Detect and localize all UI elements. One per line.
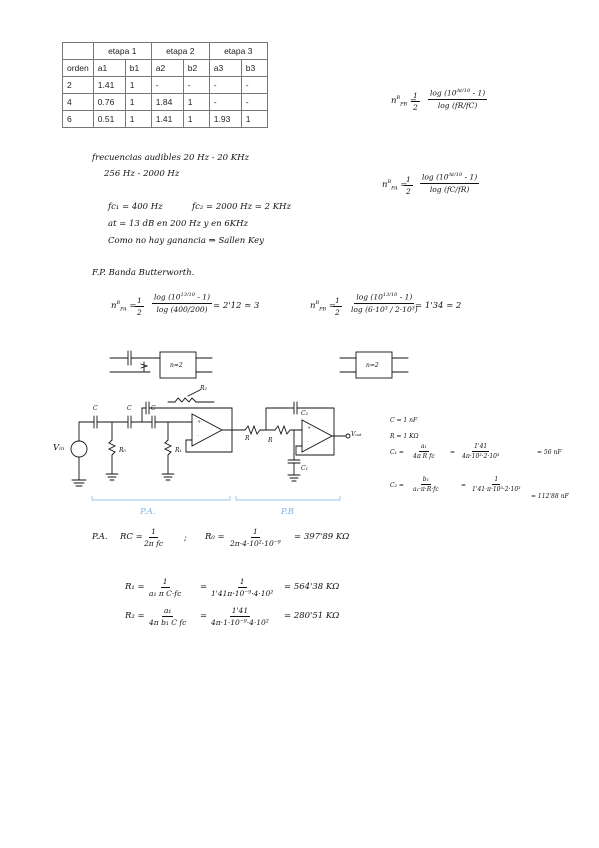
note-sallen-key: Como no hay ganancia ⇒ Sallen Key	[108, 236, 264, 246]
table-row: 4 0.76 1 1.84 1 - -	[62, 93, 268, 111]
note-fc2: fc₂ = 2000 Hz = 2 KHz	[192, 202, 291, 212]
butterworth-coefficient-table: etapa 1 etapa 2 etapa 3 orden a1 b1 a2 b…	[62, 42, 268, 128]
value-r: R = 1 KΩ	[390, 433, 419, 440]
note-band-range: 256 Hz - 2000 Hz	[104, 169, 180, 179]
opamp-minus: -	[197, 433, 199, 439]
calc-npb-fraction: log (1013/10 - 1) log (6·10³ / 2·10³)	[351, 292, 418, 314]
block-order-label: n=2	[170, 362, 183, 369]
r2-lhs: R₂ =	[125, 611, 145, 621]
value-c1-result: = 56 nF	[537, 449, 562, 456]
formula-npa-lhs: nBPA =	[382, 179, 408, 192]
equals-sign: =	[200, 582, 208, 592]
label-c1: C₁	[301, 465, 308, 472]
label-r1: R₁	[175, 447, 182, 454]
equals-sign: =	[461, 482, 467, 489]
label-r0: R₀	[119, 447, 126, 454]
table-group-row: etapa 1 etapa 2 etapa 3	[62, 42, 268, 60]
stage-brackets	[91, 495, 341, 501]
note-audible-frequencies: frecuencias audibles 20 Hz - 20 KHz	[92, 153, 249, 163]
highpass-block-diagram	[109, 350, 213, 379]
formula-npb-fraction: log (10At/10 - 1) log (fR/fC)	[428, 88, 488, 110]
value-c2-result: = 112'88 nF	[531, 493, 569, 500]
label-r2: R₂	[200, 385, 207, 392]
label-c: C	[151, 405, 156, 412]
label-c: C	[127, 405, 132, 412]
value-c2-lhs: C₂ =	[390, 482, 404, 489]
r-resistor-1	[244, 424, 261, 436]
calc-npa-lhs: nBPA =	[111, 300, 137, 313]
label-c2: C₂	[301, 410, 308, 417]
opamp-plus: +	[307, 425, 312, 431]
table-row: 6 0.51 1 1.41 1 1.93 1	[62, 110, 268, 128]
opamp-2-icon	[301, 419, 333, 453]
note-attenuation: at = 13 dB en 200 Hz y en 6KHz	[108, 219, 249, 229]
r-resistor-2	[274, 424, 291, 436]
vout-terminal-icon	[345, 433, 351, 439]
r1-lhs: R₁ =	[125, 582, 145, 592]
label-r: R	[268, 437, 273, 444]
calc-npb-lhs: nBPB =	[310, 300, 337, 313]
r1-result: = 564'38 KΩ	[284, 582, 340, 592]
rc-lhs: RC =	[120, 532, 143, 542]
equals-sign: =	[200, 611, 208, 621]
separator: ;	[184, 533, 187, 543]
calc-npb-result: = 1'34 ≃ 2	[415, 301, 462, 311]
r2-result: = 280'51 KΩ	[284, 611, 340, 621]
label-r: R	[245, 435, 250, 442]
value-c: C = 1 nF	[390, 417, 418, 424]
formula-npa-fraction: log (10At/10 - 1) log (fC/fR)	[420, 172, 480, 194]
opamp-plus: +	[197, 419, 202, 425]
label-highpass-stage: P.A.	[140, 507, 156, 517]
equals-sign: =	[450, 449, 456, 456]
label-vout: Vₒᵤₜ	[351, 431, 362, 438]
r2-resistor	[174, 397, 197, 403]
lowpass-stage	[244, 401, 351, 482]
r0-result: = 397'89 KΩ	[294, 532, 350, 542]
opamp-1-icon	[191, 413, 223, 447]
table-cell: 1	[124, 110, 152, 128]
block-order-label: n=2	[366, 362, 379, 369]
label-c: C	[93, 405, 98, 412]
highpass-stage	[70, 389, 246, 487]
calc-npa-fraction: log (1013/10 - 1) log (400/200)	[152, 292, 213, 314]
table-cell: 1	[240, 110, 268, 128]
note-filter-type: F.P. Banda Butterworth.	[92, 268, 195, 278]
formula-npb-lhs: nBPB =	[391, 95, 418, 108]
lowpass-block-diagram	[339, 351, 409, 379]
r0-lhs: R₀ =	[205, 532, 225, 542]
calc-npa-result: = 2'12 ≃ 3	[213, 301, 260, 311]
value-c1-lhs: C₁ =	[390, 449, 404, 456]
voltage-source-icon	[70, 440, 88, 458]
note-fc1: fc₁ = 400 Hz	[108, 202, 163, 212]
label-vin: Vᵢₙ	[53, 443, 65, 453]
label-lowpass-stage: P.B	[281, 507, 294, 517]
opamp-minus: -	[307, 439, 309, 445]
pa-calc-label: P.A.	[92, 532, 108, 542]
